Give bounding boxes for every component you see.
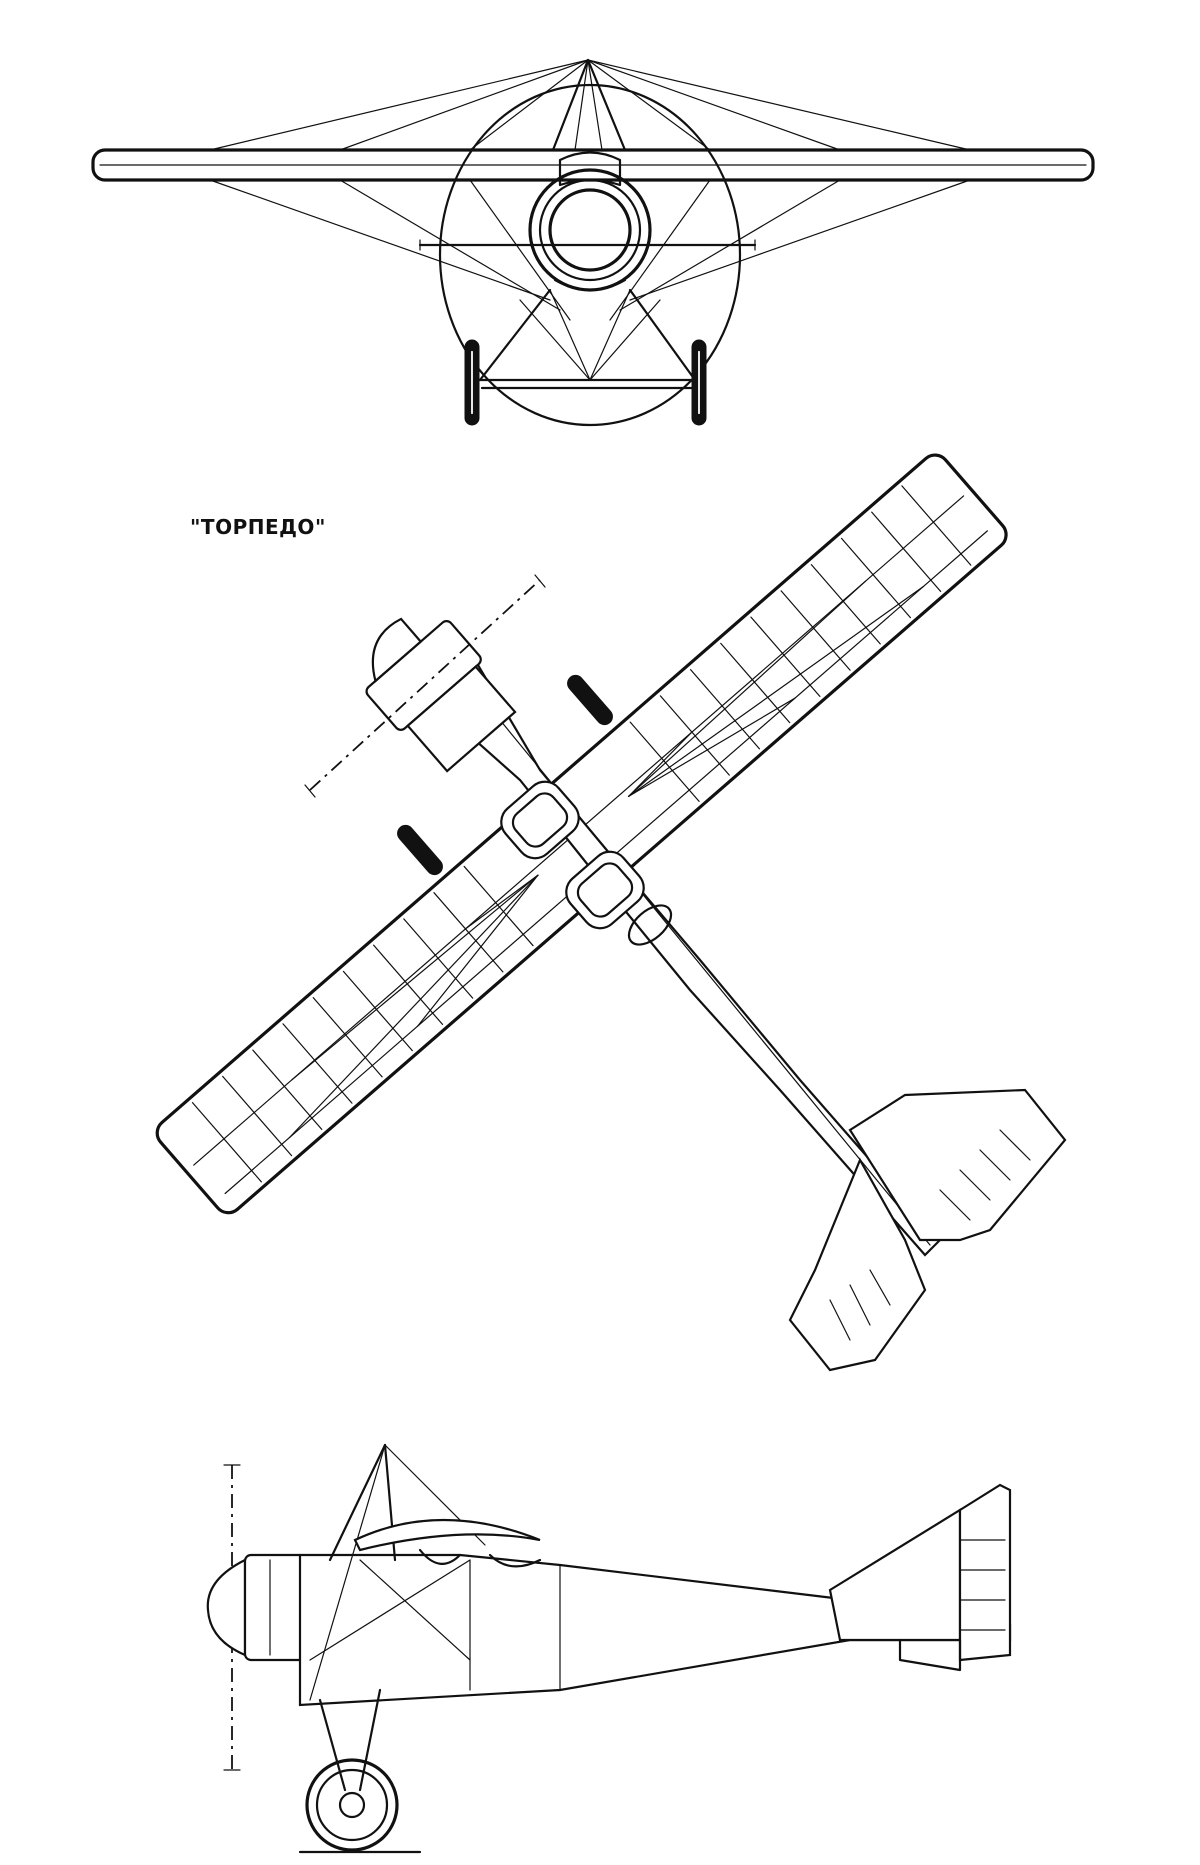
side-front-cockpit — [418, 1548, 462, 1565]
side-rudder — [958, 1483, 1012, 1662]
front-upper-wires — [209, 59, 971, 151]
top-left-wheel — [397, 824, 443, 876]
front-left-wheel — [464, 339, 480, 426]
side-wing-profile — [353, 1518, 541, 1552]
side-pylon — [328, 1443, 387, 1562]
top-front-cockpit — [500, 780, 580, 860]
top-tailplane-left — [788, 1157, 927, 1372]
top-right-wheel — [567, 674, 613, 726]
front-undercarriage — [478, 288, 697, 390]
front-pylon-left — [551, 58, 590, 152]
side-view — [206, 1443, 1012, 1854]
front-view — [91, 58, 1095, 427]
top-elevator-ribs — [829, 1129, 1031, 1341]
side-engine-cowling — [243, 1553, 307, 1662]
top-wing-bracing-wires — [288, 580, 924, 1139]
side-wheel — [305, 1758, 399, 1852]
top-wing-ribs — [191, 485, 972, 1183]
front-right-wheel — [691, 339, 707, 426]
top-rear-cockpit — [565, 850, 645, 930]
top-engine-cowling — [365, 617, 517, 773]
front-engine-cowling-inner — [548, 188, 632, 272]
side-gear-front-strut — [318, 1698, 347, 1792]
aircraft-name-label: "ТОРПЕДО" — [190, 515, 326, 539]
top-tailplane-right — [848, 1088, 1067, 1242]
front-cockpit-headrest — [558, 151, 622, 187]
side-tail-skid — [898, 1638, 962, 1672]
side-gear-rear-strut — [358, 1688, 382, 1792]
top-propeller-line — [309, 579, 541, 791]
top-view — [155, 453, 1067, 1372]
front-pylon-right — [586, 58, 627, 152]
front-engine-cowling-outer — [528, 168, 652, 292]
front-propeller-disc — [438, 83, 742, 427]
side-spinner — [206, 1558, 247, 1657]
side-rear-cockpit — [488, 1553, 542, 1568]
side-fin — [828, 1508, 962, 1642]
front-lower-wires — [209, 179, 971, 321]
